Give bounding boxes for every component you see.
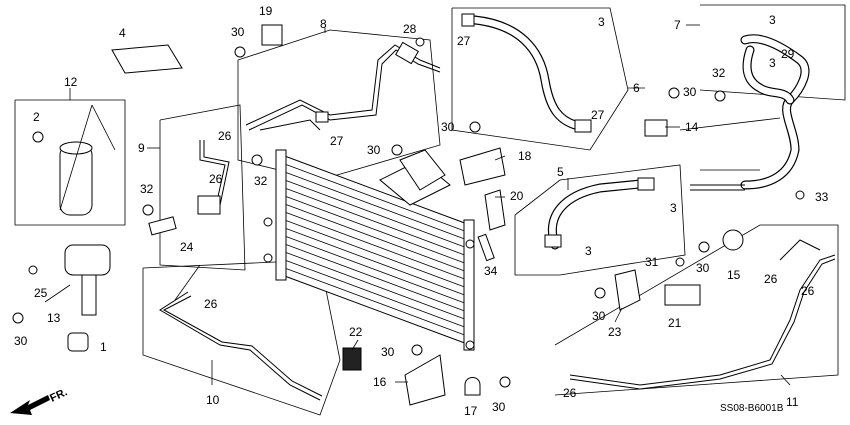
callout-32: 32 (254, 174, 268, 188)
callout-8: 8 (320, 17, 327, 31)
callout-labels: 1 2 3 3 3 3 3 4 5 6 7 8 9 10 11 12 13 14… (14, 4, 829, 418)
callout-25: 25 (34, 286, 48, 300)
callout-27: 27 (591, 108, 605, 122)
callout-30: 30 (592, 309, 606, 323)
callout-26: 26 (209, 172, 223, 186)
callout-1: 1 (100, 340, 107, 354)
callout-30: 30 (696, 261, 710, 275)
callout-30: 30 (492, 400, 506, 414)
callout-16: 16 (373, 375, 387, 389)
callout-33: 33 (815, 190, 829, 204)
callout-4: 4 (119, 26, 126, 40)
callout-3: 3 (585, 244, 592, 258)
callout-19: 19 (259, 4, 273, 18)
callout-26: 26 (218, 129, 232, 143)
callout-10: 10 (206, 393, 220, 407)
callout-13: 13 (47, 311, 61, 325)
callout-23: 23 (608, 325, 622, 339)
callout-18: 18 (518, 149, 532, 163)
callout-15: 15 (727, 268, 741, 282)
pipe-10 (159, 264, 323, 401)
misc-parts (64, 24, 744, 406)
callout-7: 7 (674, 18, 681, 32)
callout-27: 27 (330, 134, 344, 148)
callout-11: 11 (786, 395, 799, 409)
callout-12: 12 (64, 75, 78, 89)
pipe-9 (148, 140, 230, 236)
direction-indicator: FR. (10, 386, 69, 415)
diagram-code: SS08-B6001B (720, 403, 784, 414)
hose-7 (690, 34, 810, 191)
callout-27: 27 (457, 34, 471, 48)
front-label: FR. (48, 386, 69, 404)
callout-30: 30 (381, 345, 395, 359)
leaders (44, 24, 791, 386)
callout-3: 3 (598, 15, 605, 29)
callout-28: 28 (403, 22, 417, 36)
callout-30: 30 (14, 334, 28, 348)
hose-6 (461, 13, 592, 133)
callout-22: 22 (349, 325, 363, 339)
callout-31: 31 (645, 255, 659, 269)
callout-30: 30 (683, 85, 697, 99)
callout-24: 24 (180, 240, 194, 254)
callout-26: 26 (204, 297, 218, 311)
callout-21: 21 (668, 316, 682, 330)
bolts (12, 37, 805, 388)
callout-30: 30 (231, 25, 245, 39)
callout-30: 30 (367, 143, 381, 157)
pipe-11 (569, 239, 836, 390)
callout-32: 32 (140, 182, 154, 196)
callout-26: 26 (563, 386, 577, 400)
callout-30: 30 (441, 120, 455, 134)
callout-26: 26 (764, 272, 778, 286)
callout-32: 32 (712, 66, 726, 80)
callout-14: 14 (685, 120, 699, 134)
callout-17: 17 (464, 404, 478, 418)
callout-20: 20 (510, 189, 524, 203)
callout-3: 3 (670, 201, 677, 215)
callout-9: 9 (138, 141, 145, 155)
callout-6: 6 (633, 81, 640, 95)
callout-26: 26 (801, 284, 815, 298)
pipe-8 (245, 41, 441, 131)
callout-29: 29 (781, 47, 795, 61)
callout-5: 5 (557, 165, 564, 179)
hose-5 (544, 177, 655, 250)
receiver-dryer (59, 104, 116, 216)
callout-2: 2 (33, 110, 40, 124)
front-arrow-icon (10, 395, 50, 415)
callout-3: 3 (769, 13, 776, 27)
callout-3: 3 (769, 56, 776, 70)
callout-34: 34 (484, 264, 498, 278)
